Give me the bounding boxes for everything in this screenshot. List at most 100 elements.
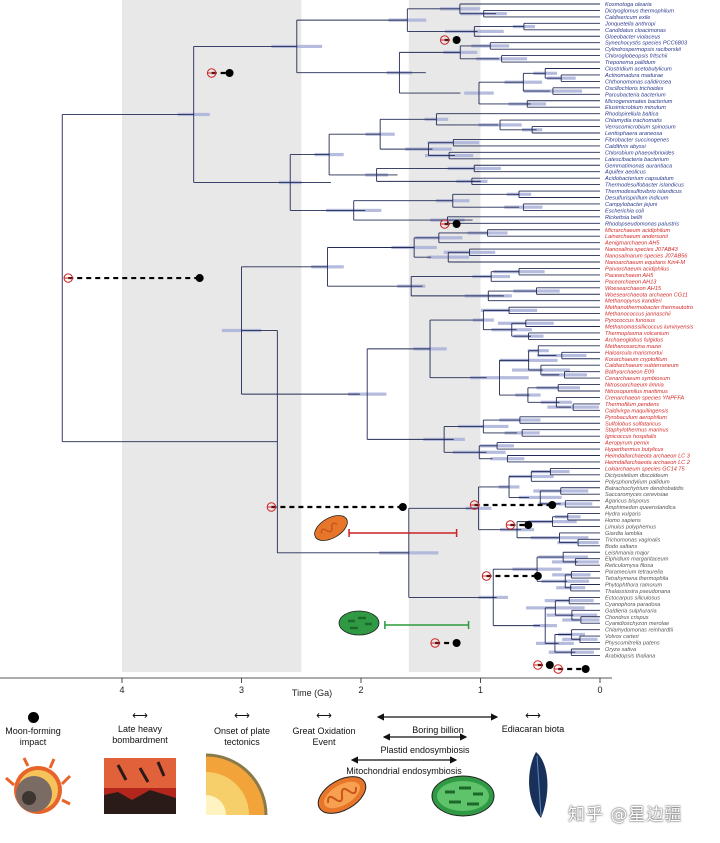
taxon-label: Caldithrix abyssi: [605, 144, 646, 150]
taxon-label: Homo sapiens: [605, 518, 641, 524]
shaded-interval-1: [408, 0, 481, 672]
mito-interval: [348, 529, 458, 537]
taxon-label: Thermoplasma volcanium: [605, 331, 669, 337]
taxon-label: Gloeobacter violaceus: [605, 34, 661, 40]
tick-label: 4: [119, 685, 124, 695]
ediacaran-frond-icon: [529, 752, 548, 818]
taxon-label: Bodo saltans: [605, 544, 638, 550]
calibration-marker: [533, 660, 554, 670]
event-moon-forming: Moon-forming impact: [0, 712, 66, 748]
taxon-label: Volvox carteri: [605, 634, 639, 640]
taxon-label: Oryza sativa: [605, 647, 636, 653]
taxon-label: Synechocystis species PCC6803: [605, 41, 688, 47]
taxon-label: Phytophthora ramorum: [605, 583, 663, 589]
event-ediacaran: ⟷ Ediacaran biota: [500, 710, 566, 735]
taxon-label: Hydra vulgaris: [605, 512, 641, 518]
taxon-label: Elusimicrobium minutum: [605, 105, 666, 111]
axis-title: Time (Ga): [292, 688, 332, 698]
event-label-goe: Great Oxidation Event: [292, 726, 356, 747]
taxon-label: Ectocarpus siliculosus: [605, 595, 660, 601]
taxon-label: Arabidopsis thaliana: [604, 653, 655, 659]
interval-arrow-icon: ⟷: [525, 710, 541, 722]
taxon-label: Korarchaeum cryptofilum: [605, 357, 668, 363]
taxon-label: Rhodopirellula baltica: [605, 112, 659, 118]
taxon-label: Thalassiosira pseudonana: [605, 589, 670, 595]
event-label-mito: Mitochondrial endosymbiosis: [346, 766, 462, 776]
taxon-label: Actinomadura madurae: [604, 73, 663, 79]
taxon-label: Gemmatimonas aurantiaca: [605, 163, 672, 169]
interval-arrow-icon: ⟷: [132, 710, 148, 722]
taxon-label: Heimdallarchaeota archaeon LC 3: [605, 454, 691, 460]
taxon-label: Candidatus cloacimonas: [605, 28, 666, 34]
taxon-label: Caldiarchaeum subterraneum: [605, 363, 679, 369]
taxon-label: Physcomitrella patens: [605, 641, 660, 647]
tick-label: 1: [478, 685, 483, 695]
calibration-marker: [469, 500, 557, 510]
earth-cross-section-icon: [205, 753, 268, 816]
taxon-label: Latescibacteria bacterium: [605, 157, 669, 163]
event-label-lhb: Late heavy bombardment: [112, 724, 168, 745]
shaded-interval-0: [122, 0, 302, 672]
taxon-label: Treponema pallidum: [605, 60, 656, 66]
taxon-label: Nitrosopumilus maritimus: [605, 389, 668, 395]
taxon-label: Nanoarchaeum equitans Kin4-M: [605, 260, 686, 266]
event-great-oxidation: ⟷ Great Oxidation Event: [284, 711, 364, 748]
taxon-label: Caldivirga maquilingensis: [605, 408, 669, 414]
taxon-label: Escherichia coli: [605, 208, 645, 214]
taxon-label: Micrarchaeum acidiphilum: [605, 228, 670, 234]
event-plate-tectonics: ⟷ Onset of plate tectonics: [200, 710, 284, 748]
taxon-label: Ignicoccus hospitalis: [605, 434, 657, 440]
taxon-label: Woesearchaeon AH15: [605, 286, 662, 292]
taxon-label: Nanosalinarum species J07AB56: [605, 254, 688, 260]
taxon-label: Thermofilum pendens: [605, 402, 659, 408]
event-late-heavy-bombardment: ⟷ Late heavy bombardment: [100, 710, 180, 746]
taxon-label: Pyrococcus furiosus: [605, 318, 655, 324]
taxon-label: Bathyarchaeon E09: [605, 370, 654, 376]
taxon-label: Acidobacterium capsulatum: [604, 176, 674, 182]
taxon-label: Agaricus bisporus: [604, 499, 650, 505]
taxon-label: Amphimedon queenslandica: [604, 505, 676, 511]
shaded-intervals: [122, 0, 481, 672]
taxon-label: Microgenomates bacterium: [605, 99, 673, 105]
taxon-label: Chlamydomonas reinhardtii: [605, 628, 674, 634]
taxon-label: Kosmotoga olearia: [605, 2, 652, 8]
calibration-marker: [505, 520, 533, 530]
taxon-label: Lainarchaeum andersonii: [605, 234, 669, 240]
taxon-label: Aeropyrum pernix: [604, 441, 649, 447]
moon-impact-icon: [5, 757, 72, 814]
taxon-label: Lentisphaera araneosa: [605, 131, 662, 137]
taxon-label: Dictyostelium discoideum: [605, 473, 668, 479]
taxon-label: Woesearchaeota archaeon CG11: [605, 292, 688, 298]
taxon-label: Chthonomonas calidirosea: [605, 79, 671, 85]
taxon-label: Pacearchaeon AH13: [605, 279, 657, 285]
taxon-label: Pyrobaculum aerophilum: [605, 415, 667, 421]
event-label-boring: Boring billion: [412, 725, 464, 735]
calibration-marker: [439, 219, 461, 229]
taxon-label: Oscillochloris trichoides: [605, 86, 664, 92]
taxon-label: Fibrobacter succinogenes: [605, 137, 669, 143]
calibration-marker: [430, 638, 461, 648]
taxon-label: Methanopyrus kandleri: [605, 299, 662, 305]
taxon-label: Hyperthermus butylicus: [605, 447, 664, 453]
taxon-label: Methanococcus jannaschii: [605, 312, 671, 318]
taxon-label: Clostridium acetobutylicum: [605, 67, 672, 73]
taxon-label: Rickettsia bellii: [605, 215, 643, 221]
taxon-label: Thermodesulfobacter islandicus: [605, 183, 684, 189]
event-label-ediacaran: Ediacaran biota: [501, 724, 565, 734]
interval-arrow-icon: ⟷: [234, 710, 250, 722]
taxon-label: Crenarchaeon species YNPFFA: [605, 395, 684, 401]
taxon-label: Archaeoglobus fulgidus: [604, 337, 663, 343]
taxon-label: Limulus polyphemus: [605, 524, 656, 530]
taxon-label: Galdieria sulphuraria: [605, 608, 657, 614]
taxon-label: Caldisericum exile: [605, 15, 650, 21]
taxon-label: Sulfolobus solfataricus: [605, 421, 661, 427]
taxon-label: Cyanophora paradoxa: [605, 602, 660, 608]
taxon-label: Campylobacter jejuni: [605, 202, 658, 208]
taxon-label: Thermodesulfovibrio islandicus: [605, 189, 682, 195]
taxon-label: Polysphondylium pallidum: [605, 479, 670, 485]
taxon-label: Cenarchaeum symbiosum: [605, 376, 670, 382]
taxon-label: Lokiarchaeum species GC14 75: [605, 466, 685, 472]
